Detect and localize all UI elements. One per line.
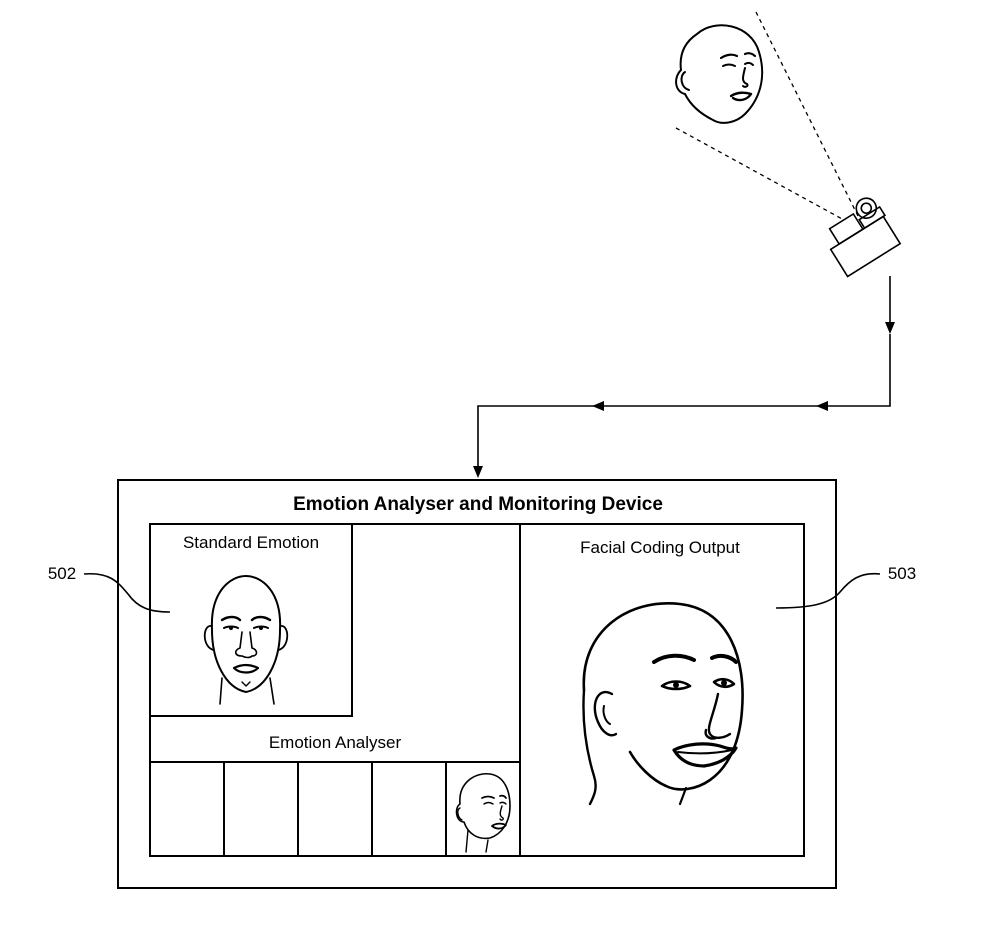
facial-coding-label: Facial Coding Output (580, 538, 740, 557)
view-line-lower (675, 127, 845, 221)
view-line-upper (755, 11, 859, 217)
facial-coding-face-icon (582, 601, 744, 806)
standard-emotion-box (149, 523, 353, 717)
arrowhead-down-camera (885, 322, 895, 334)
facial-coding-box (519, 523, 805, 857)
leader-line-left (83, 572, 171, 613)
device-frame (117, 479, 837, 889)
camera-cable-right (477, 334, 891, 466)
reference-numeral-right: 503 (888, 564, 916, 583)
arrowhead-left-2 (592, 401, 604, 411)
arrowhead-left-1 (816, 401, 828, 411)
device-title: Emotion Analyser and Monitoring Device (293, 494, 663, 515)
camera-icon (828, 197, 902, 278)
leader-line-right (775, 572, 881, 609)
emotion-analyser-label: Emotion Analyser (269, 733, 402, 752)
standard-face-icon (203, 575, 289, 705)
arrowhead-down-device (473, 466, 483, 478)
thumbnail-face-icon (455, 773, 511, 853)
subject-face-icon (675, 24, 764, 124)
reference-numeral-left: 502 (48, 564, 76, 583)
standard-emotion-label: Standard Emotion (183, 533, 319, 552)
analyser-panel (149, 523, 521, 857)
